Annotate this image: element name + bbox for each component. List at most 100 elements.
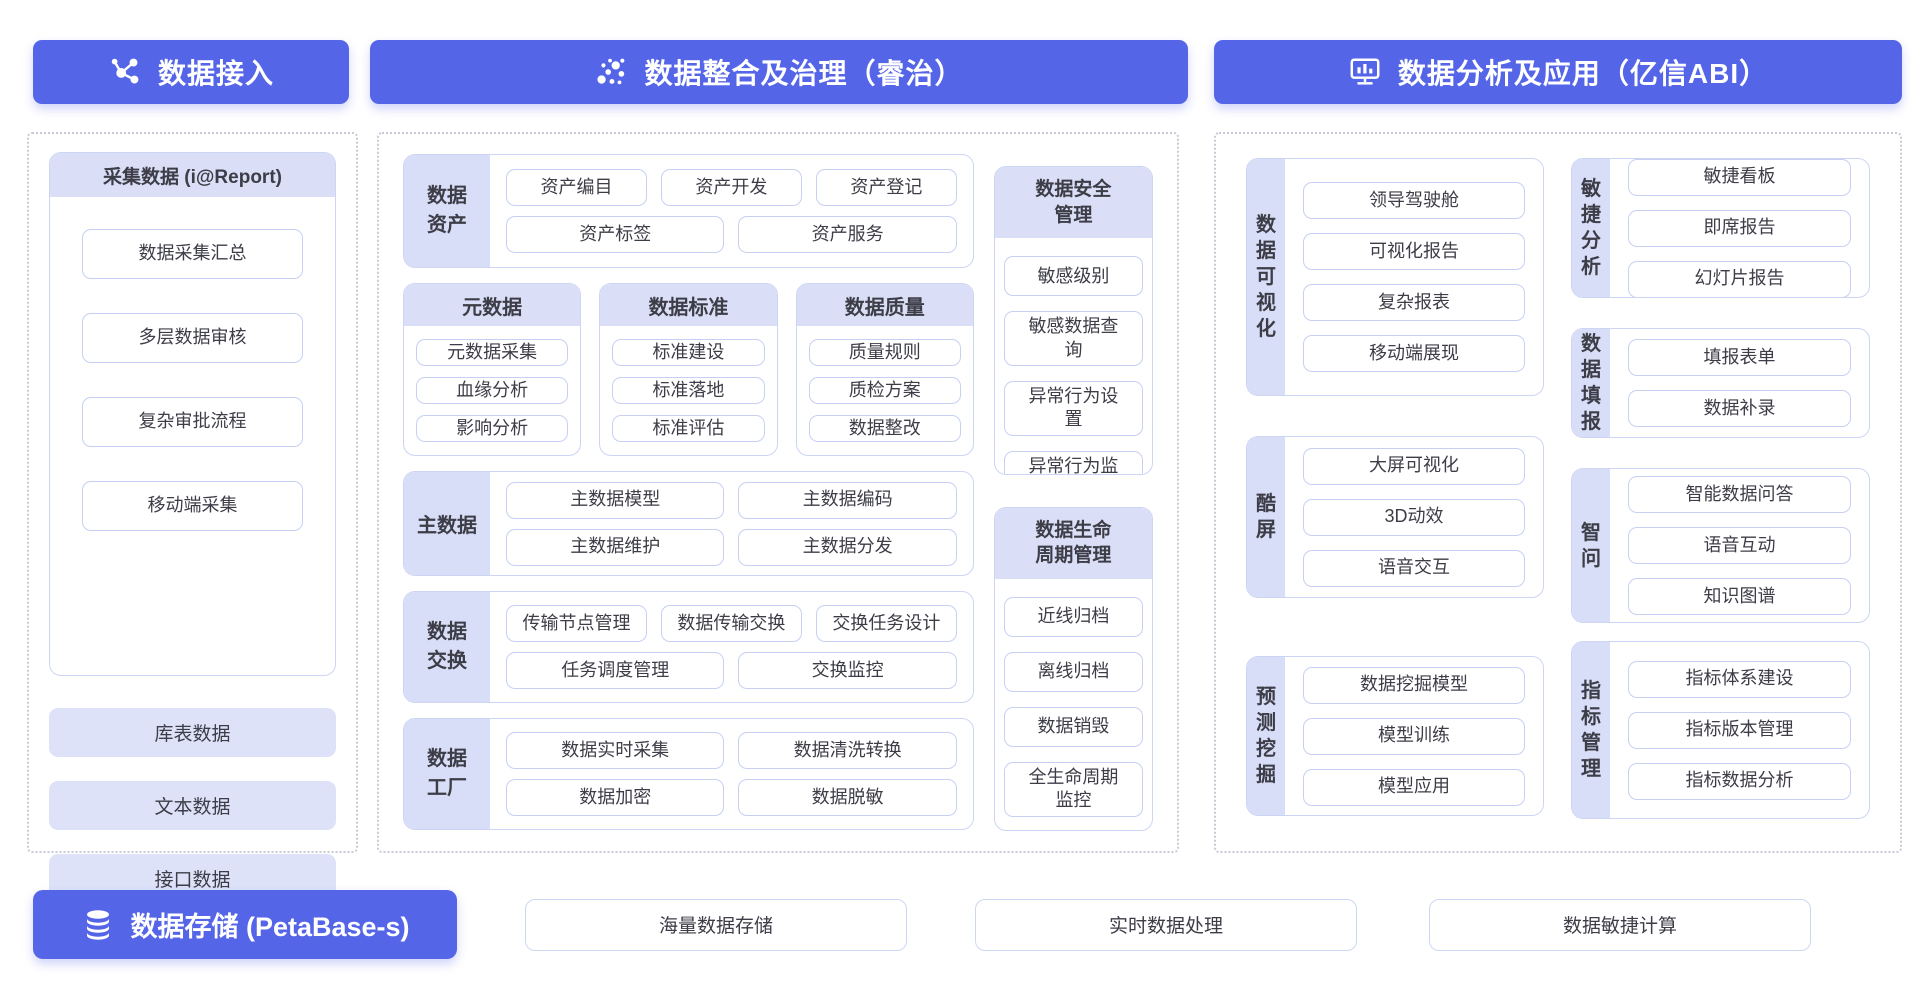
data-source-pill: 文本数据 [49, 781, 336, 830]
feature-pill: 近线归档 [1003, 596, 1143, 637]
feature-pill: 异常行为设置 [1003, 381, 1143, 436]
feature-pill: 血缘分析 [416, 377, 569, 404]
agile-analysis-label: 敏捷分析 [1572, 159, 1610, 297]
feature-pill: 语音交互 [1303, 549, 1525, 587]
agile-analysis-group: 敏捷分析 敏捷看板 即席报告 幻灯片报告 [1571, 158, 1870, 298]
storage-capability-pill: 实时数据处理 [975, 898, 1357, 951]
header-label: 数据整合及治理（睿治） [644, 58, 964, 89]
data-lifecycle-title: 数据生命周期管理 [1035, 519, 1112, 567]
feature-pill: 资产开发 [660, 169, 802, 206]
feature-pill: 数据实时采集 [506, 732, 725, 769]
feature-pill: 主数据分发 [738, 528, 957, 566]
feature-pill: 数据传输交换 [660, 605, 802, 642]
feature-pill: 指标版本管理 [1628, 711, 1851, 749]
feature-pill: 即席报告 [1628, 209, 1851, 247]
dot-cluster-icon [594, 55, 628, 89]
feature-pill: 离线归档 [1003, 651, 1143, 692]
feature-pill: 数据脱敏 [738, 779, 957, 816]
feature-pill: 移动端采集 [82, 481, 303, 531]
data-security-group: 数据安全管理 敏感级别 敏感数据查询 异常行为设置 异常行为监控 [993, 166, 1153, 475]
feature-pill: 资产服务 [738, 216, 957, 253]
feature-pill: 主数据编码 [738, 481, 957, 519]
indicator-management-group: 指标管理 指标体系建设 指标版本管理 指标数据分析 [1571, 641, 1870, 819]
feature-pill: 资产登记 [815, 169, 957, 206]
data-security-title: 数据安全管理 [1035, 179, 1112, 226]
header-data-governance: 数据整合及治理（睿治） [370, 40, 1188, 104]
feature-pill: 影响分析 [416, 415, 569, 442]
feature-pill: 数据加密 [506, 779, 725, 816]
header-row: 数据接入 数据整合及治理（睿治） [33, 40, 1902, 104]
governance-sub-groups: 元数据 元数据采集 血缘分析 影响分析 数据标准 标准建设 标准落地 标准评估 [403, 283, 974, 456]
feature-pill: 敏感级别 [1003, 256, 1143, 297]
feature-pill: 多层数据审核 [82, 313, 303, 363]
data-storage-label: 数据存储 (PetaBase-s) [130, 912, 410, 942]
feature-pill: 3D动效 [1303, 498, 1525, 536]
storage-row: 数据存储 (PetaBase-s) 海量数据存储 实时数据处理 数据敏捷计算 [33, 890, 1902, 959]
data-visualization-group: 数据可视化 领导驾驶舱 可视化报告 复杂报表 移动端展现 [1246, 158, 1544, 396]
data-factory-label: 数据工厂 [404, 719, 490, 829]
database-icon [80, 907, 116, 943]
main-row: 采集数据 (i@Report) 数据采集汇总 多层数据审核 复杂审批流程 移动端… [27, 132, 1902, 903]
feature-pill: 资产标签 [506, 216, 725, 253]
feature-pill: 任务调度管理 [506, 652, 725, 689]
data-analysis-panel: 数据可视化 领导驾驶舱 可视化报告 复杂报表 移动端展现 酷屏 大屏可视化 [1214, 132, 1902, 853]
metadata-group: 元数据 元数据采集 血缘分析 影响分析 [403, 283, 582, 456]
data-lifecycle-group: 数据生命周期管理 近线归档 离线归档 数据销毁 全生命周期监控 [993, 506, 1153, 831]
data-asset-label: 数据资产 [404, 155, 490, 267]
feature-pill: 数据整改 [808, 415, 961, 442]
feature-pill: 交换任务设计 [815, 605, 957, 642]
feature-pill: 资产编目 [506, 169, 647, 206]
storage-capability-pill: 数据敏捷计算 [1429, 898, 1811, 951]
data-visualization-label: 数据可视化 [1247, 159, 1285, 395]
feature-pill: 智能数据问答 [1628, 476, 1851, 513]
governance-main-column: 数据资产 资产编目 资产开发 资产登记 资产标签 资产服务 [403, 154, 974, 831]
feature-pill: 质量规则 [808, 339, 961, 366]
feature-pill: 传输节点管理 [506, 605, 647, 642]
data-filling-group: 数据填报 填报表单 数据补录 [1571, 328, 1870, 438]
feature-pill: 知识图谱 [1628, 578, 1851, 615]
data-source-pill: 库表数据 [49, 708, 336, 757]
data-standard-title: 数据标准 [600, 284, 777, 326]
metadata-title: 元数据 [404, 284, 581, 326]
data-storage-header: 数据存储 (PetaBase-s) [33, 890, 457, 959]
feature-pill: 交换监控 [738, 652, 957, 689]
feature-pill: 数据补录 [1628, 390, 1851, 427]
governance-side-column: 数据安全管理 敏感级别 敏感数据查询 异常行为设置 异常行为监控 数据生命周期管… [993, 154, 1153, 831]
smart-qa-group: 智问 智能数据问答 语音互动 知识图谱 [1571, 468, 1870, 623]
feature-pill: 模型应用 [1303, 768, 1525, 806]
feature-pill: 敏捷看板 [1628, 159, 1851, 196]
data-quality-group: 数据质量 质量规则 质检方案 数据整改 [795, 283, 974, 456]
share-nodes-icon [108, 55, 142, 89]
feature-pill: 模型训练 [1303, 717, 1525, 755]
data-governance-panel: 数据资产 资产编目 资产开发 资产登记 资产标签 资产服务 [377, 132, 1179, 853]
feature-pill: 领导驾驶舱 [1303, 182, 1525, 219]
feature-pill: 数据挖掘模型 [1303, 666, 1525, 704]
feature-pill: 数据清洗转换 [738, 732, 957, 769]
header-label: 数据接入 [157, 58, 274, 89]
feature-pill: 语音互动 [1628, 527, 1851, 564]
feature-pill: 数据销毁 [1003, 706, 1143, 747]
data-exchange-group: 数据交换 传输节点管理 数据传输交换 交换任务设计 任务调度管理 交换监控 [403, 591, 974, 703]
feature-pill: 主数据维护 [506, 528, 725, 566]
predictive-mining-label: 预测挖掘 [1247, 657, 1285, 815]
smart-qa-label: 智问 [1572, 469, 1610, 622]
feature-pill: 数据采集汇总 [82, 229, 303, 279]
data-exchange-label: 数据交换 [404, 592, 490, 702]
feature-pill: 大屏可视化 [1303, 447, 1525, 485]
feature-pill: 标准评估 [612, 415, 765, 442]
collect-card-title: 采集数据 (i@Report) [50, 153, 335, 197]
master-data-group: 主数据 主数据模型 主数据编码 主数据维护 主数据分发 [403, 471, 974, 576]
header-label: 数据分析及应用（亿信ABI） [1397, 58, 1769, 89]
feature-pill: 指标数据分析 [1628, 762, 1851, 800]
feature-pill: 填报表单 [1628, 339, 1851, 376]
feature-pill: 主数据模型 [506, 481, 725, 519]
data-factory-group: 数据工厂 数据实时采集 数据清洗转换 数据加密 数据脱敏 [403, 718, 974, 830]
master-data-label: 主数据 [404, 472, 490, 575]
feature-pill: 质检方案 [808, 377, 961, 404]
data-filling-label: 数据填报 [1572, 329, 1610, 437]
cool-screen-group: 酷屏 大屏可视化 3D动效 语音交互 [1246, 436, 1544, 598]
feature-pill: 元数据采集 [416, 339, 569, 366]
feature-pill: 标准落地 [612, 377, 765, 404]
feature-pill: 标准建设 [612, 339, 765, 366]
